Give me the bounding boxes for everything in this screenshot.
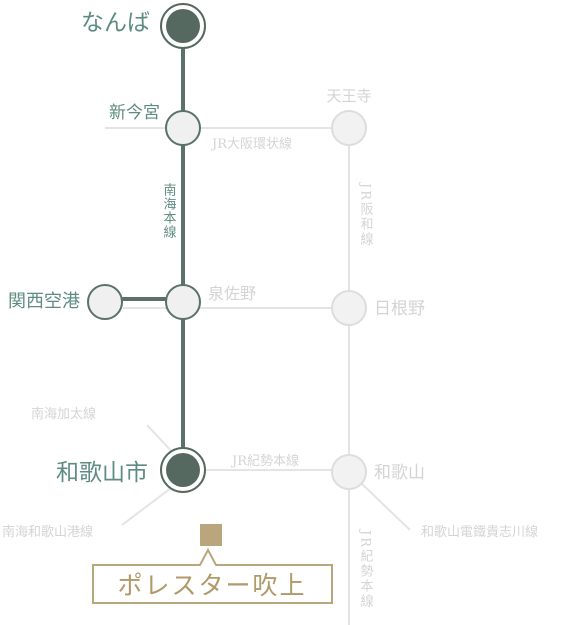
nankai-wakayamako-line	[121, 484, 176, 526]
line-label-jr-osaka-loop: JR大阪環状線	[210, 136, 292, 152]
station-label-wakayama: 和歌山	[374, 463, 425, 483]
line-label-jr-kisei-lower: JR紀勢本線	[358, 528, 374, 609]
station-dot-namba	[166, 9, 200, 43]
station-marker-kansai-airport	[87, 284, 123, 320]
line-label-wakayama-electric-kishigawa: 和歌山電鐵貴志川線	[421, 524, 538, 540]
station-marker-shin-imamiya	[165, 110, 201, 146]
station-label-tennoji: 天王寺	[326, 87, 371, 105]
station-label-izumisano: 泉佐野	[208, 284, 256, 303]
station-namba	[160, 3, 206, 49]
station-marker-wakayama	[331, 454, 367, 490]
line-label-jr-kisei-upper: JR紀勢本線	[230, 453, 299, 469]
station-label-hineno: 日根野	[374, 299, 425, 319]
faint-lines	[105, 127, 411, 625]
nankai-kada-line	[146, 424, 176, 456]
station-wakayamashi	[160, 447, 206, 493]
station-label-shin-imamiya: 新今宮	[109, 103, 160, 123]
main-route	[122, 26, 185, 470]
line-label-nankai-kada: 南海加太線	[31, 406, 96, 422]
line-label-nankai-wakayamako: 南海和歌山港線	[2, 524, 93, 540]
destination-label: ポレスター吹上	[117, 571, 306, 600]
line-label-jr-hanwa: JR阪和線	[358, 181, 374, 247]
destination-callout	[92, 547, 333, 604]
station-label-namba: なんば	[81, 10, 150, 36]
line-label-nankai-main: 南海本線	[161, 182, 177, 239]
station-dot-wakayamashi	[166, 453, 200, 487]
station-label-kansai-airport: 関西空港	[8, 291, 80, 312]
wakayama-electric-kishigawa-line	[361, 483, 411, 531]
destination-square	[200, 524, 222, 546]
station-marker-hineno	[331, 290, 367, 326]
station-marker-tennoji	[331, 110, 367, 146]
station-marker-izumisano	[165, 284, 201, 320]
station-label-wakayamashi: 和歌山市	[56, 460, 148, 486]
